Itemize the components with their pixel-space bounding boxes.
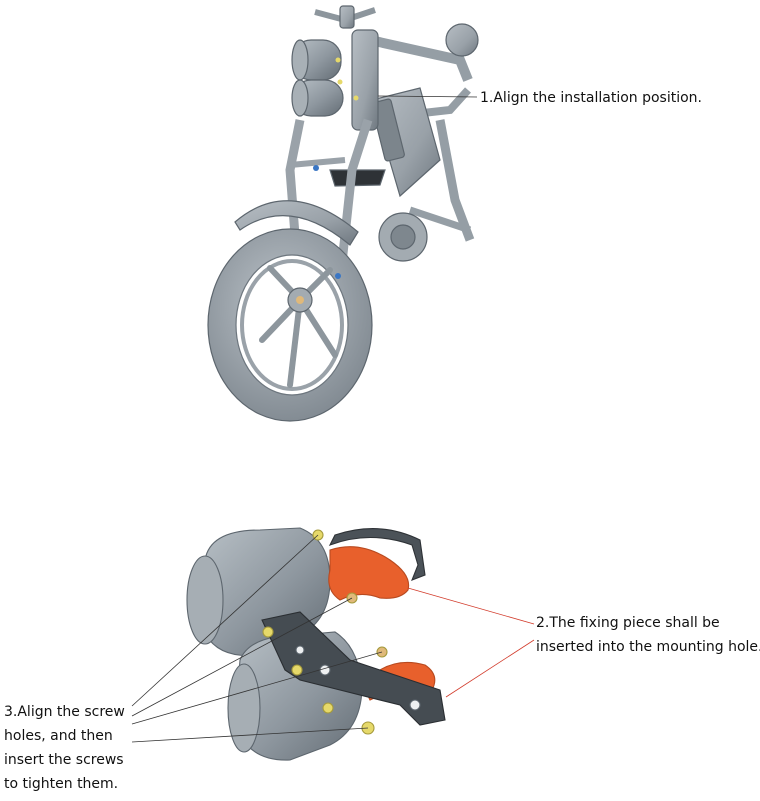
step3-line3: insert the screws — [4, 752, 124, 768]
leader-lines-step3 — [131, 534, 383, 743]
bike-illustration — [207, 5, 479, 422]
step3-line1: 3.Align the screw — [4, 704, 125, 720]
step2-caption: 2.The fixing piece shall be inserted int… — [536, 611, 760, 659]
headlight-assembly-illustration — [186, 527, 446, 761]
step2-line2: inserted into the mounting hole. — [536, 639, 760, 655]
step2-line1: 2.The fixing piece shall be — [536, 615, 720, 631]
step3-line2: holes, and then — [4, 728, 113, 744]
step3-line4: to tighten them. — [4, 776, 119, 792]
leader-line-step1 — [377, 95, 478, 98]
leader-lines-step2 — [407, 587, 535, 698]
step3-caption: 3.Align the screw holes, and then insert… — [4, 700, 134, 796]
step1-text: 1.Align the installation position. — [480, 90, 703, 106]
step1-caption: 1.Align the installation position. — [480, 86, 702, 110]
